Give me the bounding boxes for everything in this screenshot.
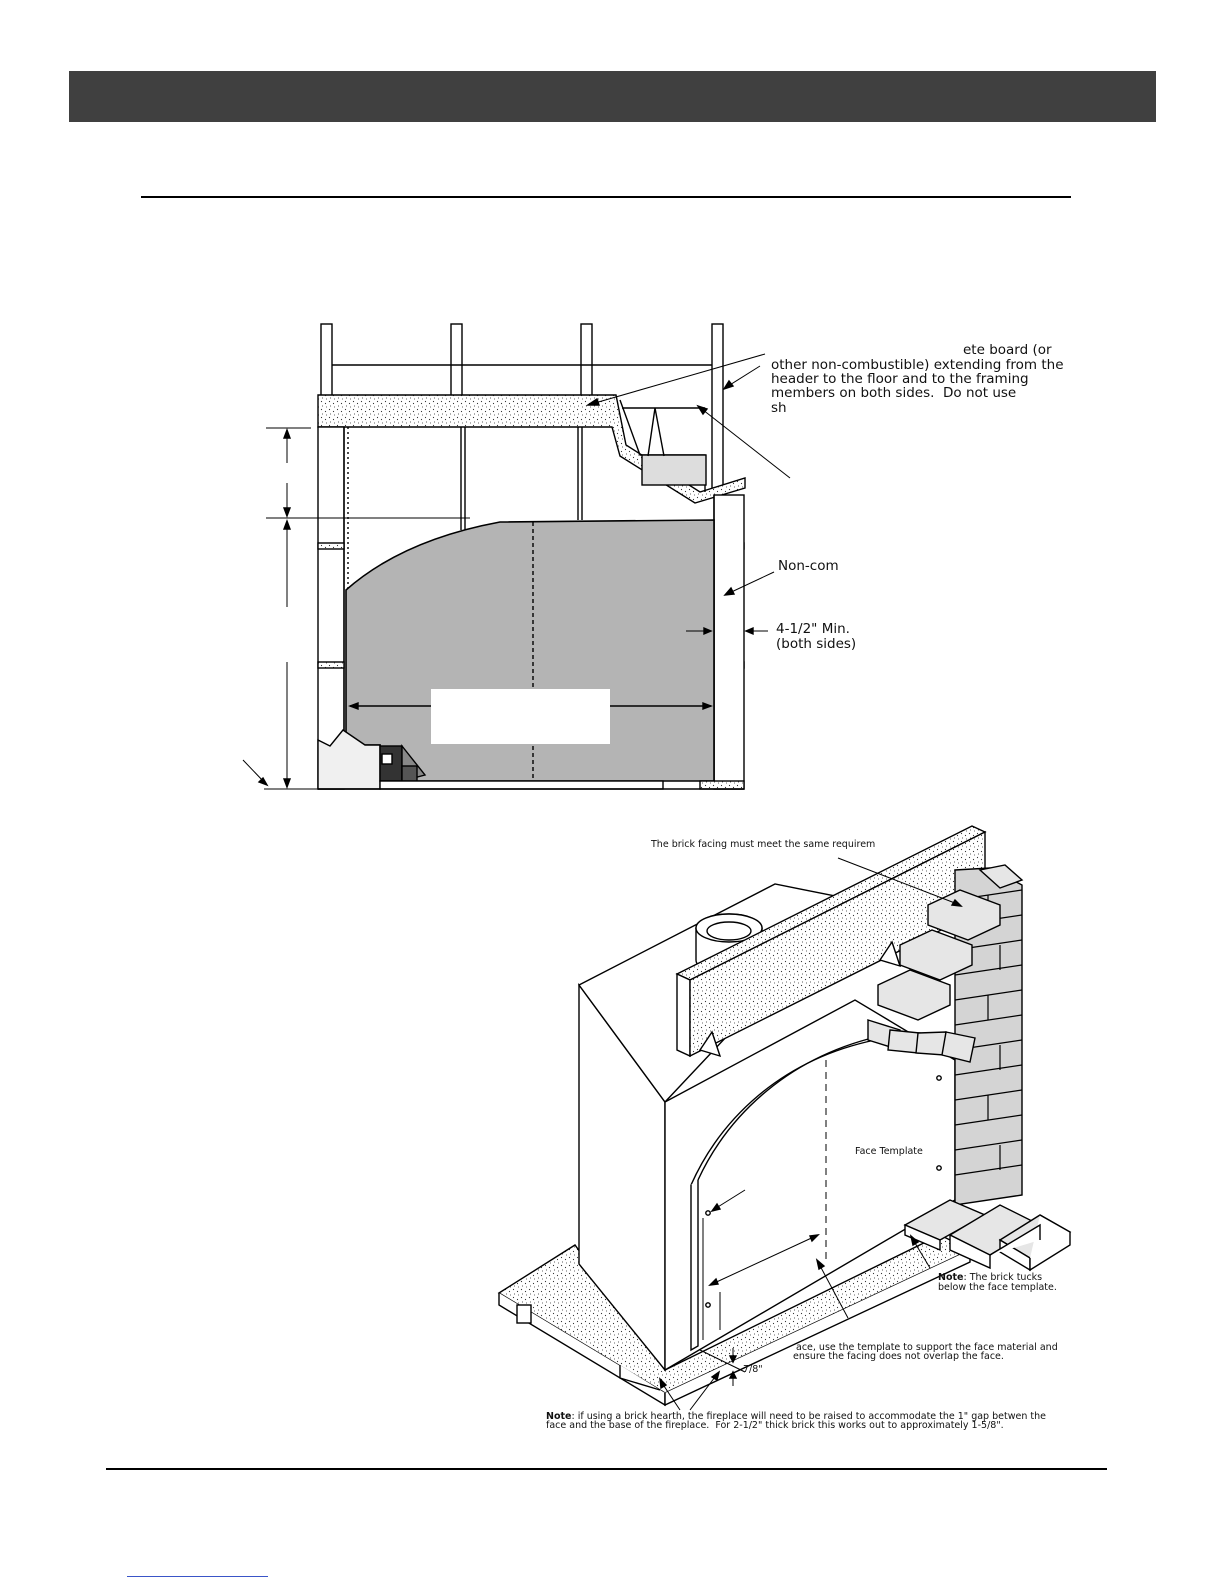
brick-tuck-note-text: : The brick tucks (963, 1272, 1043, 1283)
template-note-line1: ace, use the template to support the fac… (796, 1342, 1058, 1353)
hearth-note-bold: Note (546, 1411, 572, 1422)
footer-rule (106, 1468, 1107, 1470)
front-elevation (242, 323, 791, 790)
board-callout-line2: other non-combustible) extending from th… (771, 357, 1064, 373)
header-band (69, 71, 1156, 122)
brick-tuck-note-line2: below the face template. (938, 1282, 1057, 1293)
min-clearance-line2: (both sides) (776, 636, 857, 652)
min-clearance-line1: 4-1/2" Min. (776, 621, 850, 637)
brick-tuck-note: Note: The brick tucks (938, 1273, 1042, 1283)
title-rule (141, 196, 1071, 198)
face-template-label: Face Template (855, 1146, 923, 1157)
hearth-note-text: : if using a brick hearth, the fireplace… (571, 1411, 1046, 1422)
template-note-line2: ensure the facing does not overlap the f… (793, 1351, 1004, 1362)
hearth-note-line2: face and the base of the fireplace. For … (546, 1420, 1004, 1431)
noncombustible-label: Non-com (778, 558, 839, 574)
board-callout-line5: sh (771, 400, 787, 416)
brick-requirement-label: The brick facing must meet the same requ… (651, 839, 876, 850)
footer-link-underline[interactable] (127, 1576, 268, 1577)
board-callout-line3: header to the floor and to the framing (771, 371, 1029, 387)
dimension-7-8: 7/8" (743, 1364, 763, 1375)
hearth-note-line1: Note: if using a brick hearth, the firep… (546, 1412, 1046, 1422)
isometric-view (497, 825, 1072, 1411)
board-callout-line4: members on both sides. Do not use (771, 385, 1017, 401)
board-callout-line1: ete board (or (963, 342, 1052, 358)
brick-tuck-note-bold: Note (938, 1272, 964, 1283)
